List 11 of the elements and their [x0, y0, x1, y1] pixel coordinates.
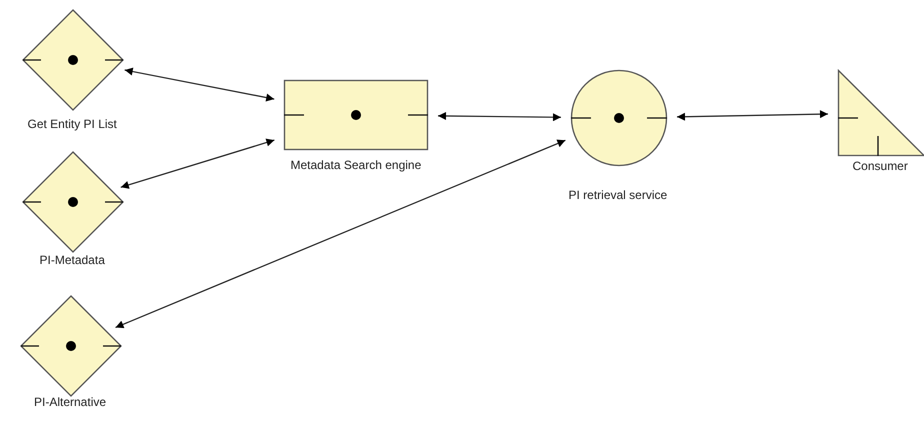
connector-arrow [438, 112, 561, 122]
node-label: Consumer [852, 159, 908, 173]
node-label: PI-Metadata [40, 253, 105, 267]
node-label: Metadata Search engine [290, 158, 422, 172]
connector-arrow [120, 138, 275, 189]
connector-arrow [676, 110, 828, 121]
node-label: Get Entity PI List [28, 117, 117, 131]
connector-arrow [124, 68, 274, 102]
connector-arrow [115, 140, 566, 328]
node-label: PI-Alternative [34, 395, 106, 409]
node-label: PI retrieval service [568, 188, 668, 202]
